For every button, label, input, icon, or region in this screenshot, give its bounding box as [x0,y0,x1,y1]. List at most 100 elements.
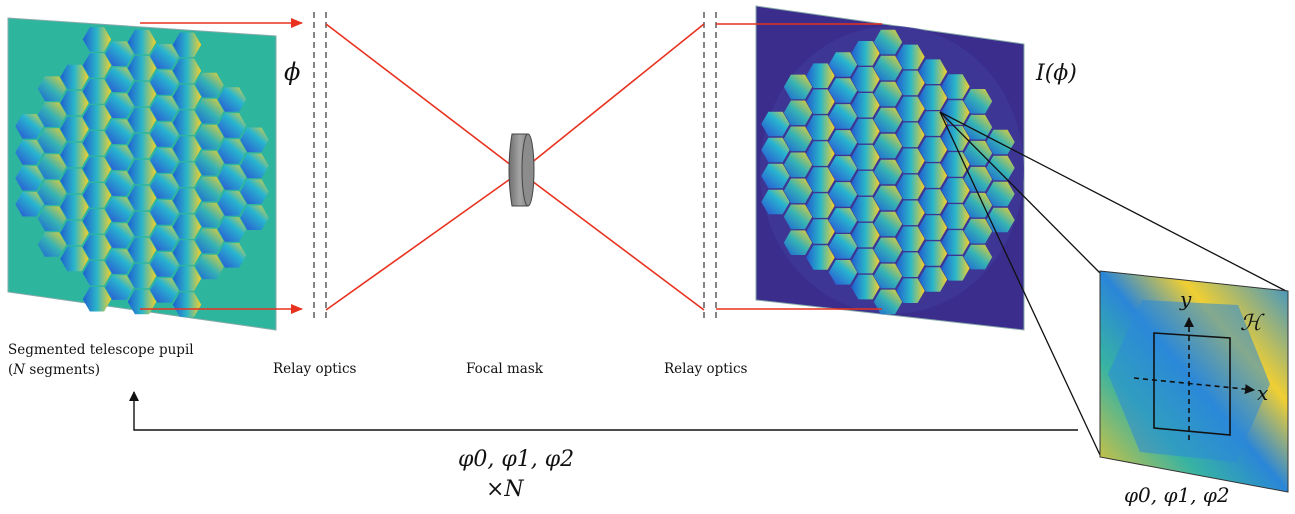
hex-segment [896,200,925,226]
hex-segment [896,96,925,122]
hex-segment [240,205,269,230]
hex-segment [195,202,224,228]
hex-segment [873,133,903,159]
hex-segment [963,89,993,114]
hex-segment [918,189,948,214]
hex-segment [82,260,112,286]
hex-segment [127,107,157,133]
hex-segment [105,93,134,118]
feedback-multiplier-label: ×N [486,477,524,502]
hex-segment [60,90,89,116]
hex-segment [217,113,247,138]
hex-segment [873,159,903,185]
hex-segment [963,166,993,192]
hex-segment [828,52,858,77]
hex-segment [127,133,157,159]
hex-segment [896,122,925,148]
hex-segment [150,44,179,69]
hex-segment [15,191,44,217]
beam-ray-bottom-diverge [519,171,705,311]
hex-segment [217,165,247,190]
hex-segment [150,252,179,277]
hex-segment [105,197,134,222]
hex-segment [172,240,202,265]
hex-segment [172,188,202,213]
relay-right-caption: Relay optics [664,361,748,377]
hex-segment [851,248,880,274]
intensity-label: I(ϕ) [1035,61,1077,86]
hex-segment [105,119,134,144]
hex-segment [873,107,903,133]
hex-segment [60,194,89,220]
hex-segment [828,104,858,129]
hex-segment [896,174,925,200]
hex-segment [896,44,925,70]
hex-segment [851,274,880,300]
hex-segment [127,185,157,211]
hex-segment [941,152,970,177]
hex-segment [873,289,903,315]
hex-segment [828,182,858,207]
hex-segment [941,256,970,281]
detector-hex-segments [761,29,1015,315]
hex-segment [918,215,948,240]
hex-segment [806,141,835,166]
pupil-panel [7,17,277,331]
hex-segment [986,129,1015,155]
hex-segment [851,196,880,222]
hex-segment [896,70,925,96]
zoom-lines [939,111,1287,456]
hex-segment [217,243,247,268]
hex-segment [195,72,224,98]
hex-segment [127,55,157,81]
inset-panel: y x ℋ [1099,270,1289,493]
hex-segment [217,217,247,242]
beam-rays [140,18,882,314]
hex-segment [172,266,202,291]
hex-segment [82,53,112,78]
hex-segment [82,209,112,234]
hex-segment [127,159,157,185]
hex-segment [150,148,179,173]
hex-segment [105,67,134,92]
hex-segment [217,139,247,164]
beam-ray-top-diverge [519,23,705,173]
axis-x-label: x [1257,381,1268,405]
hex-segment [986,181,1015,207]
hex-segment [172,214,202,239]
hex-segment [172,136,202,161]
feedback-loop [129,391,1078,431]
hex-segment [15,140,44,165]
hex-segment [150,200,179,225]
hex-segment [851,93,880,118]
hex-segment [150,226,179,251]
hex-segment [195,176,224,202]
hex-segment [127,263,157,289]
hex-segment [127,29,157,55]
hex-segment [828,208,858,233]
hex-segment [195,124,224,150]
hex-segment [851,67,880,92]
hex-segment [918,85,948,110]
hex-segment [37,232,67,257]
inset-x-axis [1133,377,1255,395]
hex-segment [941,100,970,125]
hex-segment [783,178,813,204]
hex-segment [851,222,880,248]
hex-segment [240,153,269,179]
hex-segment [873,237,903,263]
hex-segment [783,74,813,100]
hex-segment [896,148,925,174]
hex-segment [828,130,858,155]
hex-segment [873,55,903,81]
hex-segment [37,128,67,153]
hex-segment [127,289,157,315]
hex-segment [806,167,835,192]
hex-segment [82,131,112,156]
hex-segment [851,118,880,144]
hex-segment [60,246,89,272]
hex-segment [105,41,134,66]
hex-segment [761,137,790,163]
hex-segment [806,245,835,270]
hex-segment [806,115,835,140]
